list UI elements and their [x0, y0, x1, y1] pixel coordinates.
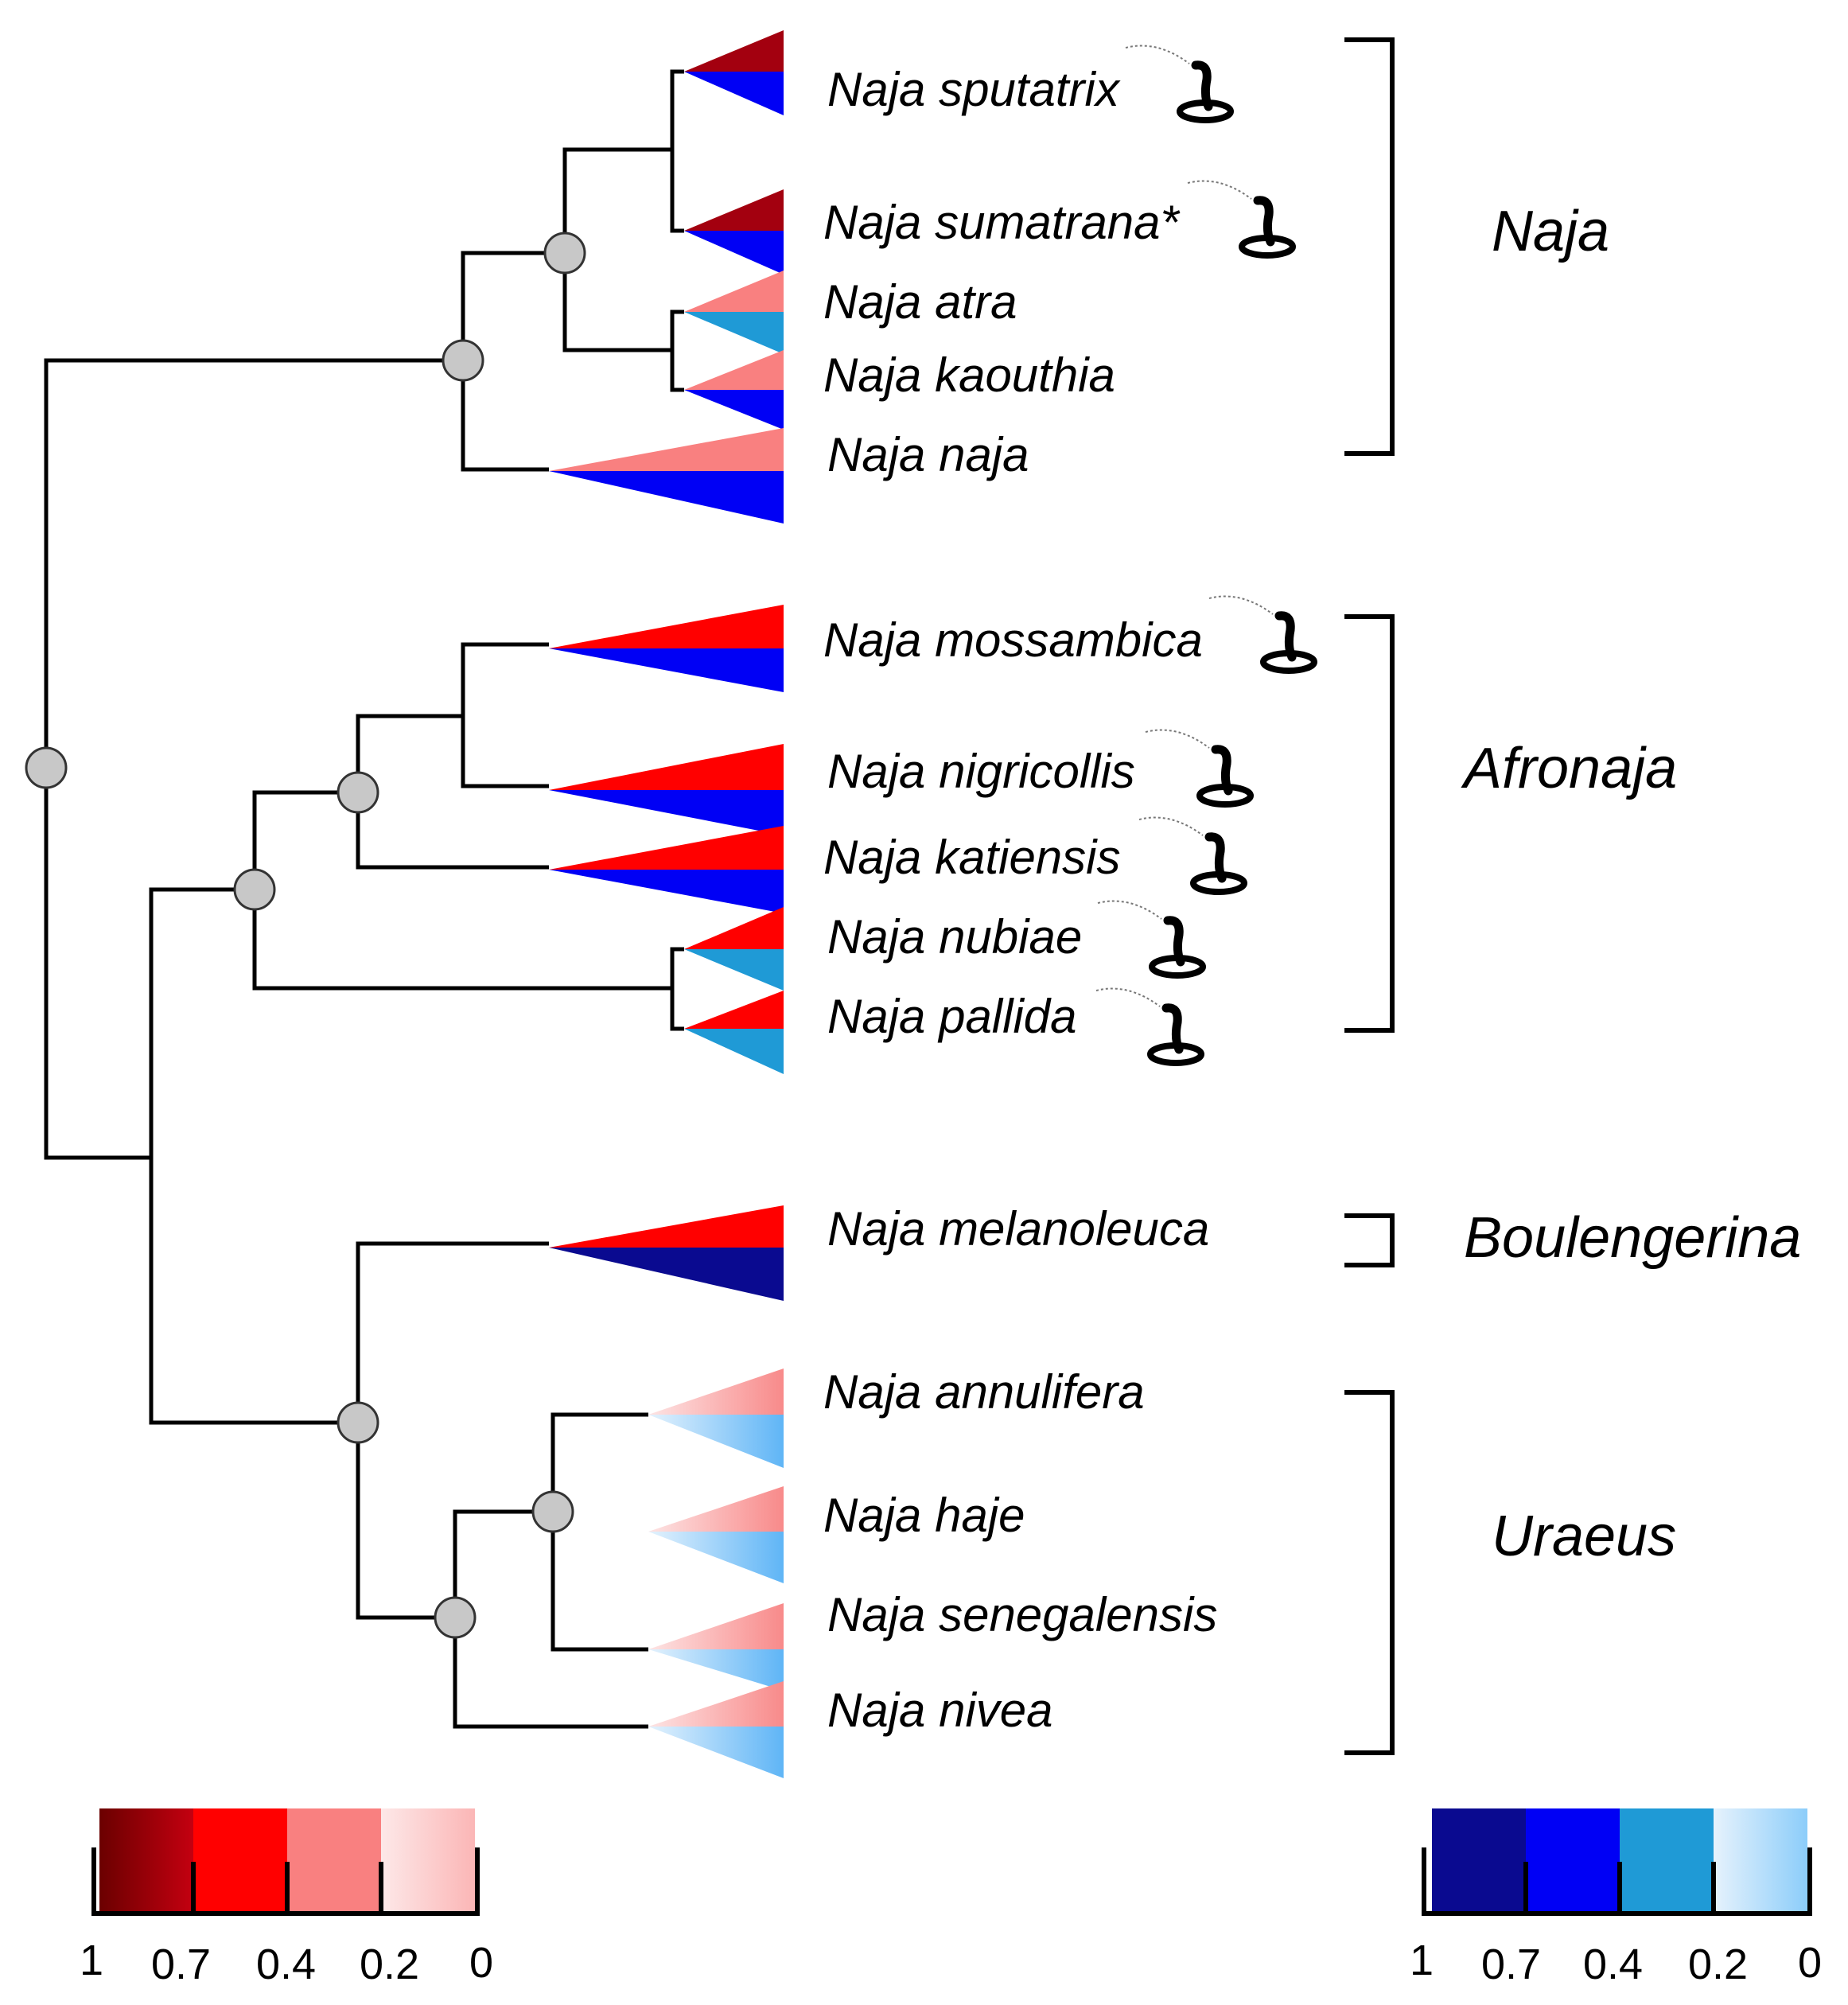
legend-red-tick: 0.7: [151, 1941, 211, 1988]
taxon-label: Naja nigricollis: [827, 745, 1135, 798]
clade-name: Afronaja: [1461, 737, 1677, 800]
clade-bracket: [1344, 37, 1395, 456]
legend-blue-tick: 1: [1410, 1937, 1434, 1984]
clade-bracket: [1344, 1213, 1395, 1267]
triangle-top-half: [684, 350, 784, 390]
clade-name: Naja: [1492, 200, 1609, 263]
legend-blue-segment: [1620, 1808, 1714, 1914]
triangle-top-half: [648, 1681, 784, 1727]
triangle-bottom-half: [684, 1029, 784, 1074]
triangle-top-half: [549, 744, 784, 790]
legend-red-tick: 1: [80, 1937, 103, 1984]
triangle-top-half: [648, 1486, 784, 1532]
terminal-triangles: [549, 30, 784, 1778]
spitting-cobra-icon: [1097, 900, 1206, 979]
node-circle: [442, 339, 484, 382]
clade-brackets: [1344, 37, 1395, 1755]
legend-red-tick: 0.4: [256, 1941, 316, 1988]
triangle-bottom-half: [684, 312, 784, 354]
node-circle: [337, 771, 379, 814]
taxon-label: Naja kaouthia: [823, 348, 1115, 402]
taxon-label: Naja katiensis: [823, 831, 1121, 884]
taxon-label: Naja haje: [823, 1489, 1025, 1542]
taxon-label: Naja pallida: [827, 990, 1077, 1043]
taxon-labels: Naja sputatrix Naja sumatrana* Naja atra…: [823, 63, 1217, 1737]
taxon-label: Naja melanoleuca: [827, 1202, 1209, 1256]
spitting-cobra-icon: [1138, 816, 1247, 895]
triangle-bottom-half: [549, 648, 784, 692]
legend-blue-segment: [1526, 1808, 1620, 1914]
spitting-cobra-icon: [1187, 180, 1296, 259]
taxon-label: Naja nubiae: [827, 910, 1082, 964]
tree-branches: [44, 69, 684, 1729]
taxon-label: Naja atra: [823, 275, 1017, 329]
triangle-bottom-half: [549, 790, 784, 835]
legend-blue-tick: 0.7: [1481, 1941, 1541, 1988]
node-circle: [25, 746, 68, 789]
clade-bracket: [1344, 614, 1395, 1033]
legend-blue-tick: 0: [1798, 1939, 1822, 1987]
taxon-label: Naja mossambica: [823, 613, 1203, 667]
triangle-bottom-half: [549, 1248, 784, 1301]
taxon-label: Naja naja: [827, 428, 1029, 481]
legend-red-segment: [99, 1808, 193, 1914]
triangle-top-half: [648, 1368, 784, 1415]
taxon-label: Naja sumatrana*: [823, 196, 1181, 249]
triangle-top-half: [684, 189, 784, 231]
legend-blue-tick: 0.4: [1583, 1941, 1643, 1988]
legend-blue-scale: 1 0.7 0.4 0.2 0: [1410, 1808, 1822, 1988]
legend-blue-segment: [1432, 1808, 1526, 1914]
node-circle: [337, 1401, 379, 1444]
triangle-bottom-half: [684, 231, 784, 274]
spitting-cobra-icon: [1095, 987, 1204, 1066]
taxon-label: Naja annulifera: [823, 1365, 1145, 1419]
spitting-cobra-icons: [1095, 45, 1317, 1066]
spitting-cobra-icon: [1125, 45, 1234, 123]
triangle-top-half: [684, 271, 784, 312]
node-markers: [25, 232, 586, 1639]
node-circle: [233, 868, 276, 911]
node-circle: [434, 1596, 477, 1639]
clade-names: Naja Afronaja Boulengerina Uraeus: [1461, 200, 1801, 1568]
clade-name: Uraeus: [1492, 1505, 1676, 1568]
taxon-label: Naja sputatrix: [827, 63, 1121, 116]
legend-red-segment: [193, 1808, 287, 1914]
legend-red-segment: [381, 1808, 475, 1914]
legend-red-tick: 0.2: [360, 1941, 419, 1988]
taxon-label: Naja nivea: [827, 1684, 1053, 1737]
legend-blue-segment: [1714, 1808, 1807, 1914]
legend-red-segment: [287, 1808, 381, 1914]
triangle-bottom-half: [648, 1649, 784, 1691]
triangle-bottom-half: [684, 949, 784, 991]
taxon-label: Naja senegalensis: [827, 1588, 1217, 1641]
triangle-top-half: [549, 1205, 784, 1248]
triangle-bottom-half: [684, 72, 784, 115]
triangle-top-half: [549, 826, 784, 870]
triangle-bottom-half: [684, 390, 784, 430]
legend-red-scale: 1 0.7 0.4 0.2 0: [80, 1808, 493, 1988]
legend-red-tick: 0: [469, 1939, 493, 1987]
triangle-bottom-half: [549, 870, 784, 913]
triangle-bottom-half: [549, 471, 784, 524]
triangle-bottom-half: [648, 1415, 784, 1468]
triangle-bottom-half: [648, 1727, 784, 1778]
triangle-top-half: [684, 907, 784, 949]
node-circle: [543, 232, 586, 274]
legend-blue-tick: 0.2: [1688, 1941, 1748, 1988]
clade-name: Boulengerina: [1464, 1206, 1801, 1270]
spitting-cobra-icon: [1208, 595, 1317, 674]
triangle-top-half: [549, 605, 784, 648]
triangle-top-half: [684, 991, 784, 1029]
triangle-top-half: [549, 428, 784, 471]
spitting-cobra-icon: [1145, 729, 1254, 808]
node-circle: [531, 1490, 574, 1533]
clade-bracket: [1344, 1390, 1395, 1755]
triangle-bottom-half: [648, 1532, 784, 1583]
triangle-top-half: [648, 1603, 784, 1649]
triangle-top-half: [684, 30, 784, 72]
